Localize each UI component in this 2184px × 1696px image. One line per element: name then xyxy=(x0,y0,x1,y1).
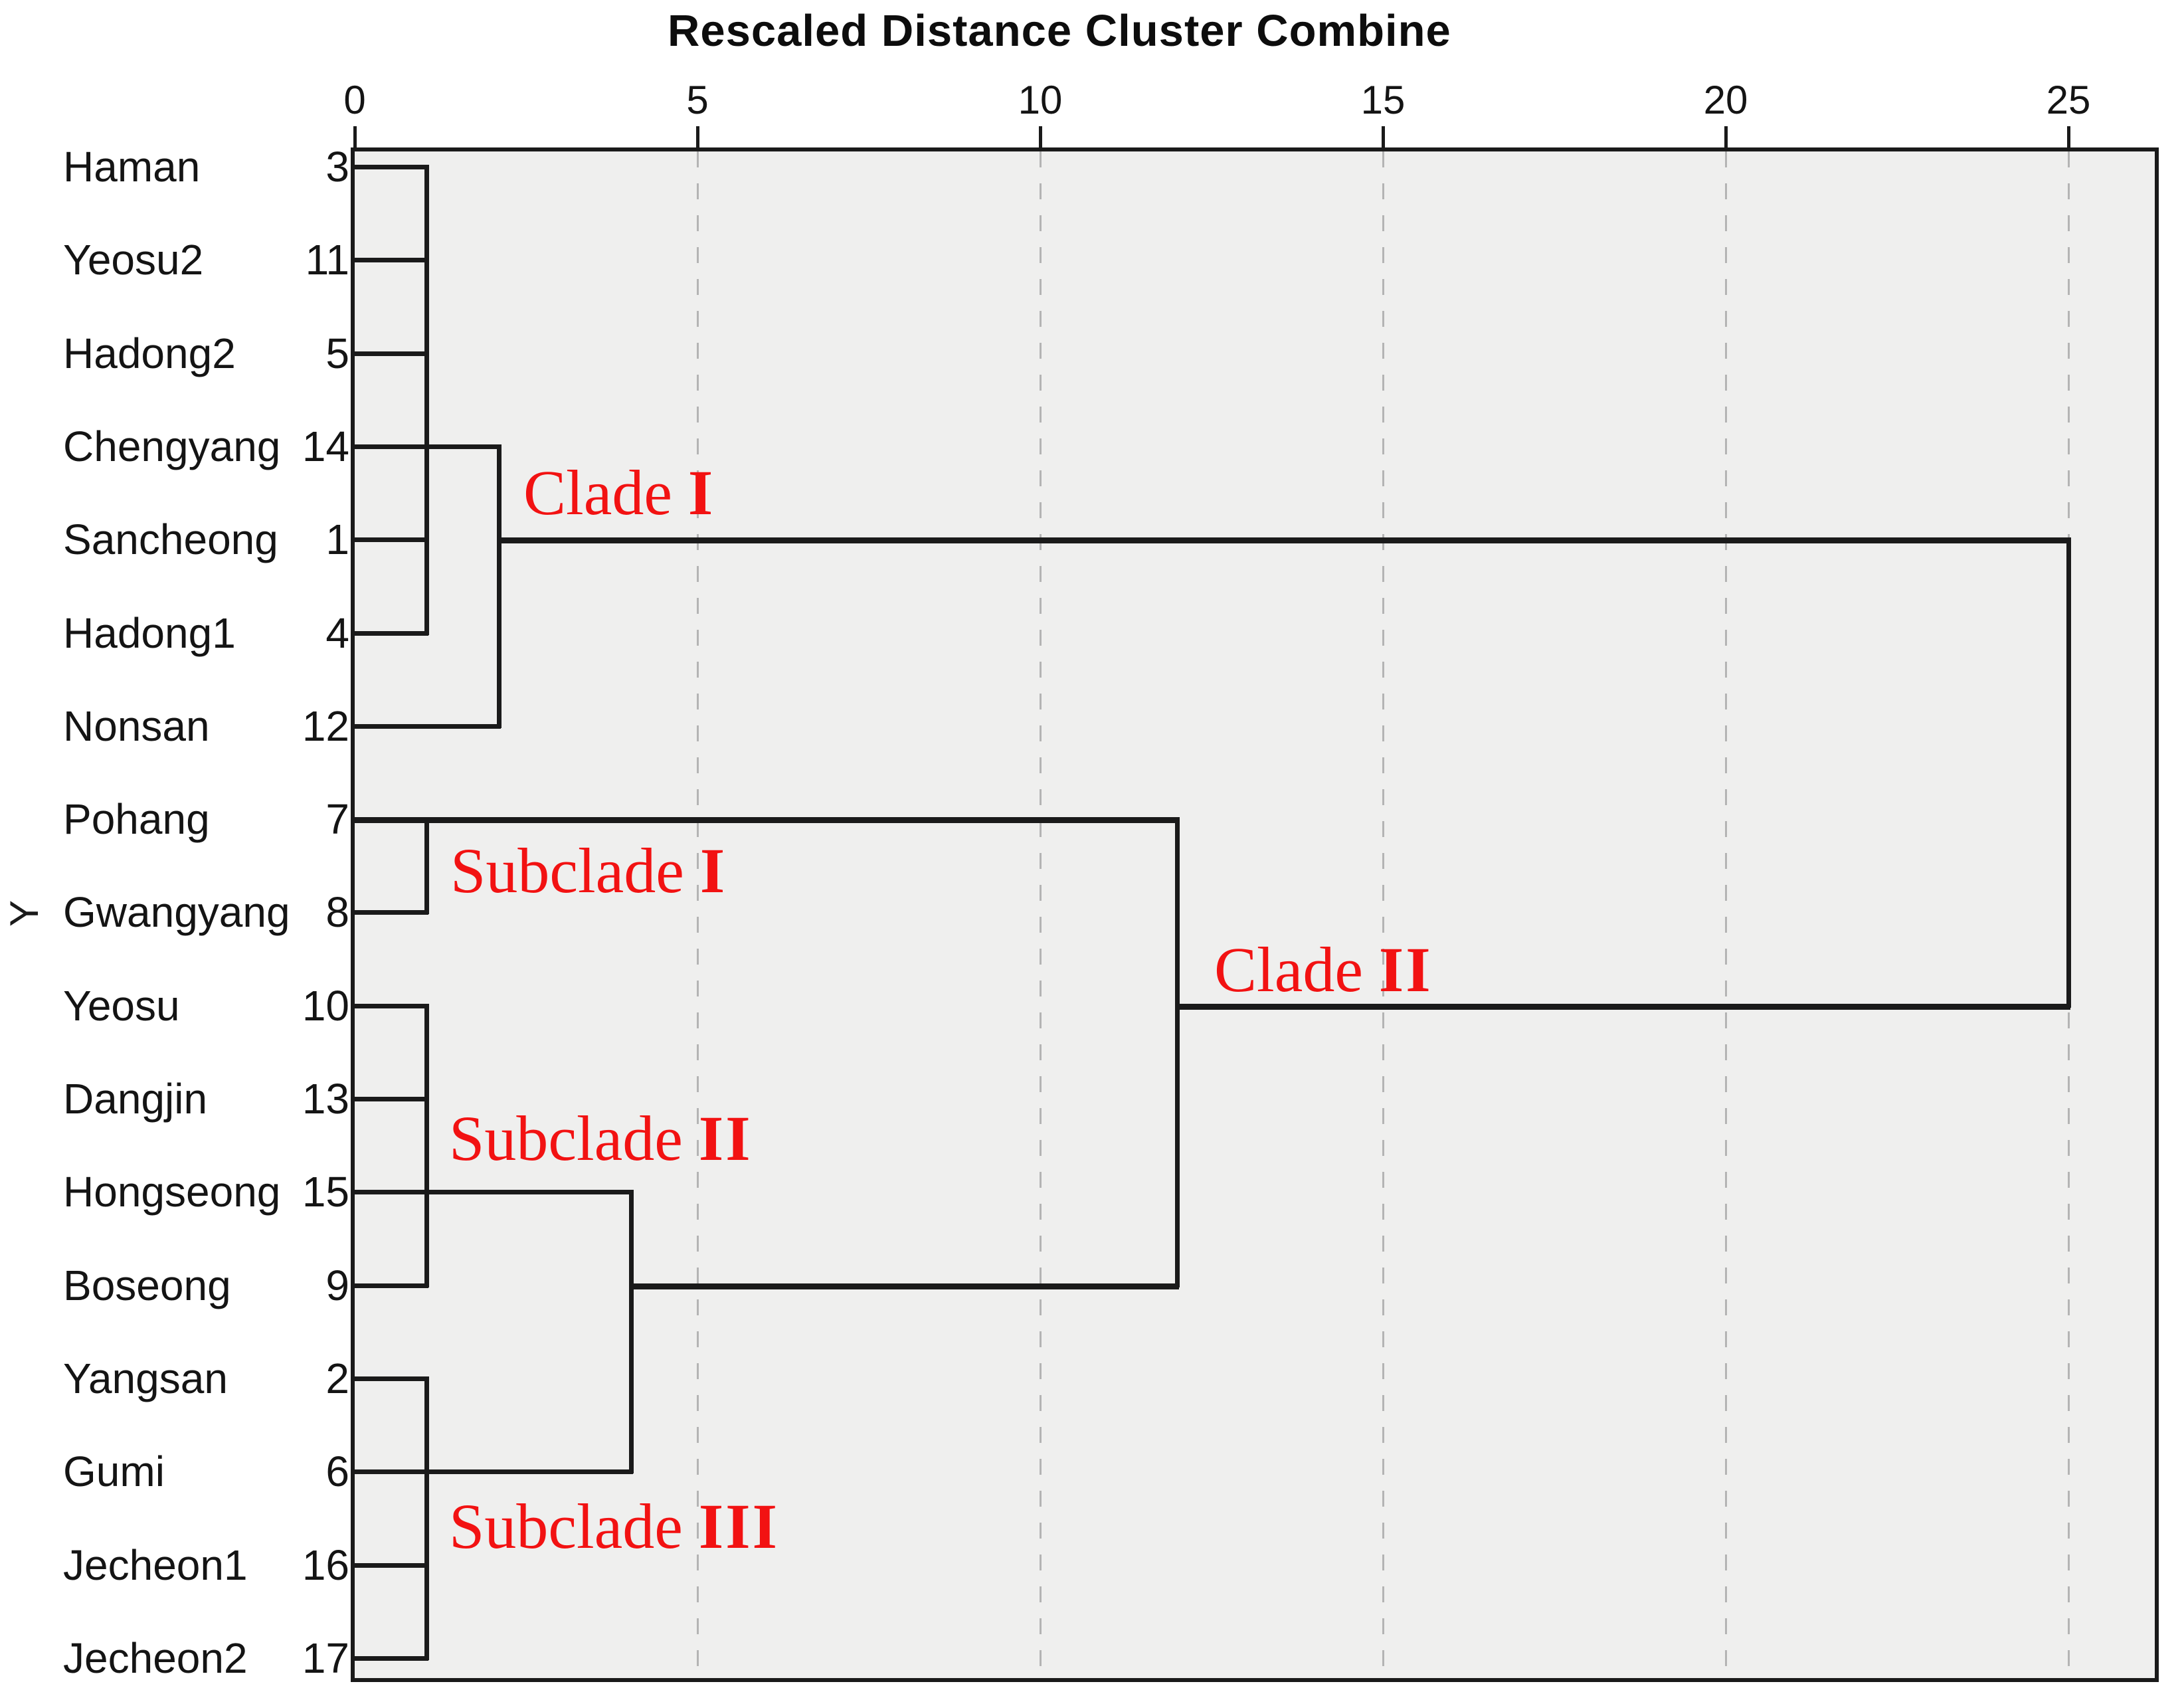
leaf-number: 12 xyxy=(302,702,349,750)
clade-annotation-text: Subclade xyxy=(449,1103,699,1174)
gridline-dashed xyxy=(1382,151,1384,1670)
clade-annotation: Subclade I xyxy=(450,839,727,903)
dendrogram-branch-horizontal xyxy=(353,537,429,543)
leaf-label: Dangjin xyxy=(63,1075,208,1123)
clade-annotation-numeral: II xyxy=(1378,934,1433,1005)
clade-annotation-text: Subclade xyxy=(449,1491,699,1562)
dendrogram-branch-horizontal xyxy=(353,910,429,915)
y-axis-label: Y xyxy=(2,899,46,927)
x-axis-tick-label: 15 xyxy=(1360,78,1406,122)
leaf-label: Boseong xyxy=(63,1261,231,1309)
x-axis-tick xyxy=(1724,126,1728,151)
dendrogram-branch-horizontal xyxy=(353,817,1180,824)
leaf-label: Yeosu2 xyxy=(63,236,204,284)
leaf-label: Haman xyxy=(63,143,201,191)
leaf-number: 3 xyxy=(325,143,349,191)
leaf-number: 2 xyxy=(325,1355,349,1403)
x-axis-tick-label: 20 xyxy=(1703,78,1748,122)
dendrogram-branch-horizontal xyxy=(353,165,429,169)
leaf-label: Gwangyang xyxy=(63,888,290,937)
leaf-number: 11 xyxy=(305,236,349,284)
leaf-label: Sancheong xyxy=(63,516,278,564)
clade-annotation-numeral: I xyxy=(687,457,715,528)
dendrogram-junction-vertical xyxy=(424,817,430,915)
clade-annotation: Clade I xyxy=(523,461,715,525)
x-axis-tick-label: 10 xyxy=(1018,78,1063,122)
dendrogram-junction-vertical xyxy=(424,1376,430,1660)
dendrogram-branch-horizontal xyxy=(353,1003,429,1008)
dendrogram-branch-horizontal xyxy=(353,723,501,729)
dendrogram-branch-horizontal xyxy=(353,1562,429,1568)
gridline-dashed xyxy=(1725,151,1727,1670)
dendrogram-branch-horizontal xyxy=(353,351,429,356)
x-axis-tick xyxy=(1039,126,1042,151)
leaf-label: Gumi xyxy=(63,1448,165,1496)
x-axis-tick xyxy=(2067,126,2070,151)
leaf-number: 16 xyxy=(302,1541,349,1589)
dendrogram-branch-horizontal xyxy=(353,258,429,263)
leaf-label: Jecheon2 xyxy=(63,1634,248,1682)
leaf-label: Hongseong xyxy=(63,1168,281,1216)
dendrogram-branch-horizontal xyxy=(353,1190,633,1195)
x-axis-tick xyxy=(1382,126,1385,151)
dendrogram-branch-horizontal xyxy=(353,1097,429,1102)
leaf-number: 6 xyxy=(325,1448,349,1496)
clade-annotation-numeral: II xyxy=(698,1103,753,1174)
x-axis-tick-label: 5 xyxy=(686,78,709,122)
dendrogram-junction-vertical xyxy=(628,1190,634,1474)
x-axis-tick-label: 25 xyxy=(2046,78,2091,122)
dendrogram-junction-vertical xyxy=(2066,537,2071,1008)
leaf-number: 15 xyxy=(302,1168,349,1216)
x-axis-tick-label: 0 xyxy=(343,78,366,122)
leaf-number: 7 xyxy=(325,795,349,844)
clade-annotation-numeral: III xyxy=(698,1491,779,1562)
dendrogram-junction-vertical xyxy=(1175,817,1180,1287)
clade-annotation-numeral: I xyxy=(699,835,727,906)
leaf-label: Nonsan xyxy=(63,702,210,750)
dendrogram-branch-horizontal xyxy=(628,1283,1180,1289)
leaf-number: 9 xyxy=(325,1261,349,1309)
leaf-label: Hadong2 xyxy=(63,329,236,377)
dendrogram-junction-vertical xyxy=(496,444,501,728)
leaf-label: Yeosu xyxy=(63,981,180,1030)
gridline-dashed xyxy=(1040,151,1042,1670)
clade-annotation: Clade II xyxy=(1214,938,1433,1002)
clade-annotation-text: Clade xyxy=(1214,934,1379,1005)
clade-annotation-text: Subclade xyxy=(450,835,700,906)
leaf-number: 13 xyxy=(302,1075,349,1123)
dendrogram-branch-horizontal xyxy=(496,537,2070,544)
leaf-number: 4 xyxy=(325,609,349,657)
dendrogram-branch-horizontal xyxy=(353,1376,429,1382)
leaf-label: Jecheon1 xyxy=(63,1541,248,1589)
x-axis-tick xyxy=(353,126,357,151)
leaf-number: 1 xyxy=(325,516,349,564)
x-axis-tick xyxy=(696,126,699,151)
leaf-number: 5 xyxy=(325,329,349,377)
dendrogram-branch-horizontal xyxy=(1175,1003,2070,1010)
leaf-number: 8 xyxy=(325,888,349,937)
dendrogram-branch-horizontal xyxy=(353,1655,429,1661)
leaf-label: Yangsan xyxy=(63,1355,228,1403)
chart-title: Rescaled Distance Cluster Combine xyxy=(668,6,1451,56)
leaf-number: 14 xyxy=(302,422,349,470)
dendrogram-branch-horizontal xyxy=(353,1469,633,1475)
dendrogram-branch-horizontal xyxy=(353,630,429,636)
clade-annotation: Subclade II xyxy=(449,1107,753,1171)
leaf-number: 17 xyxy=(302,1634,349,1682)
leaf-number: 10 xyxy=(302,981,349,1030)
leaf-label: Hadong1 xyxy=(63,609,236,657)
clade-annotation: Subclade III xyxy=(449,1495,779,1558)
dendrogram-junction-vertical xyxy=(424,1003,430,1287)
dendrogram-branch-horizontal xyxy=(353,1283,429,1288)
leaf-label: Pohang xyxy=(63,795,210,844)
dendrogram-junction-vertical xyxy=(424,165,430,635)
leaf-label: Chengyang xyxy=(63,422,281,470)
gridline-dashed xyxy=(697,151,699,1670)
clade-annotation-text: Clade xyxy=(523,457,688,528)
